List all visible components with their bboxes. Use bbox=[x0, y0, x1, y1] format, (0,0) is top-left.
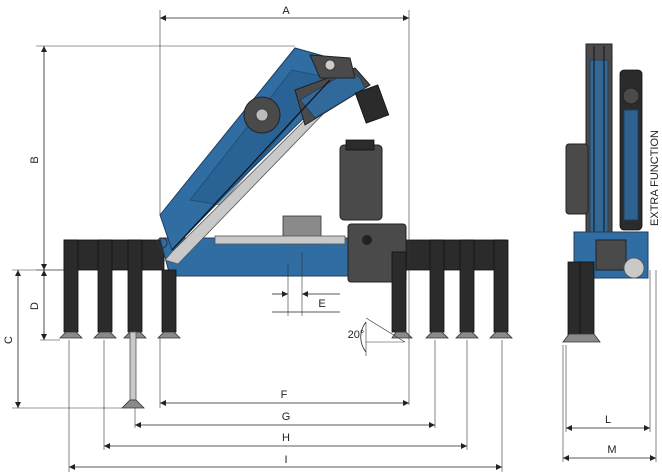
dim-label-e: E bbox=[318, 298, 325, 310]
dim-label-h: H bbox=[282, 432, 290, 444]
right-leg-outer bbox=[489, 239, 513, 339]
left-leg-main bbox=[157, 269, 181, 339]
slewing-cylinder bbox=[214, 235, 346, 245]
crane-front-view bbox=[63, 47, 506, 283]
stabiliser-legs bbox=[59, 239, 513, 409]
stabiliser-beam-right bbox=[404, 239, 506, 271]
dim-label-b: B bbox=[29, 156, 41, 163]
right-leg-inner bbox=[425, 239, 449, 339]
boom-tip bbox=[354, 84, 390, 124]
oil-tank-cap bbox=[362, 235, 372, 245]
knuckle-pin bbox=[324, 59, 336, 71]
angle-label: 20° bbox=[348, 329, 365, 341]
dim-label-g: G bbox=[282, 411, 291, 423]
crane-side-view: L M EXTRA FUNCTION bbox=[562, 43, 661, 462]
boom-sheave-hub bbox=[255, 108, 269, 122]
control-valve-top bbox=[345, 139, 375, 151]
right-leg-main bbox=[391, 251, 413, 339]
side-leg-right bbox=[579, 261, 595, 337]
lowered-leg bbox=[121, 331, 145, 409]
extension-hydraulic-line bbox=[171, 79, 331, 251]
side-control-valve bbox=[565, 143, 589, 215]
angle-arc bbox=[360, 321, 367, 353]
dim-label-m: M bbox=[607, 444, 616, 456]
extra-function-label: EXTRA FUNCTION bbox=[649, 130, 661, 226]
hook-ring bbox=[156, 237, 168, 249]
stabiliser-beam-left bbox=[63, 239, 165, 271]
dim-label-d: D bbox=[29, 302, 41, 310]
dim-label-c: C bbox=[3, 336, 15, 344]
control-valve bbox=[339, 144, 383, 221]
dim-label-f: F bbox=[281, 389, 288, 401]
dim-label-a: A bbox=[282, 5, 290, 17]
left-leg-middle bbox=[93, 239, 117, 339]
front-dimensions: A B C D E 20° F bbox=[3, 5, 503, 472]
left-leg-outer bbox=[59, 239, 83, 339]
dim-label-i: I bbox=[284, 454, 287, 466]
dim-label-l: L bbox=[605, 414, 611, 426]
right-leg-middle bbox=[455, 239, 479, 339]
